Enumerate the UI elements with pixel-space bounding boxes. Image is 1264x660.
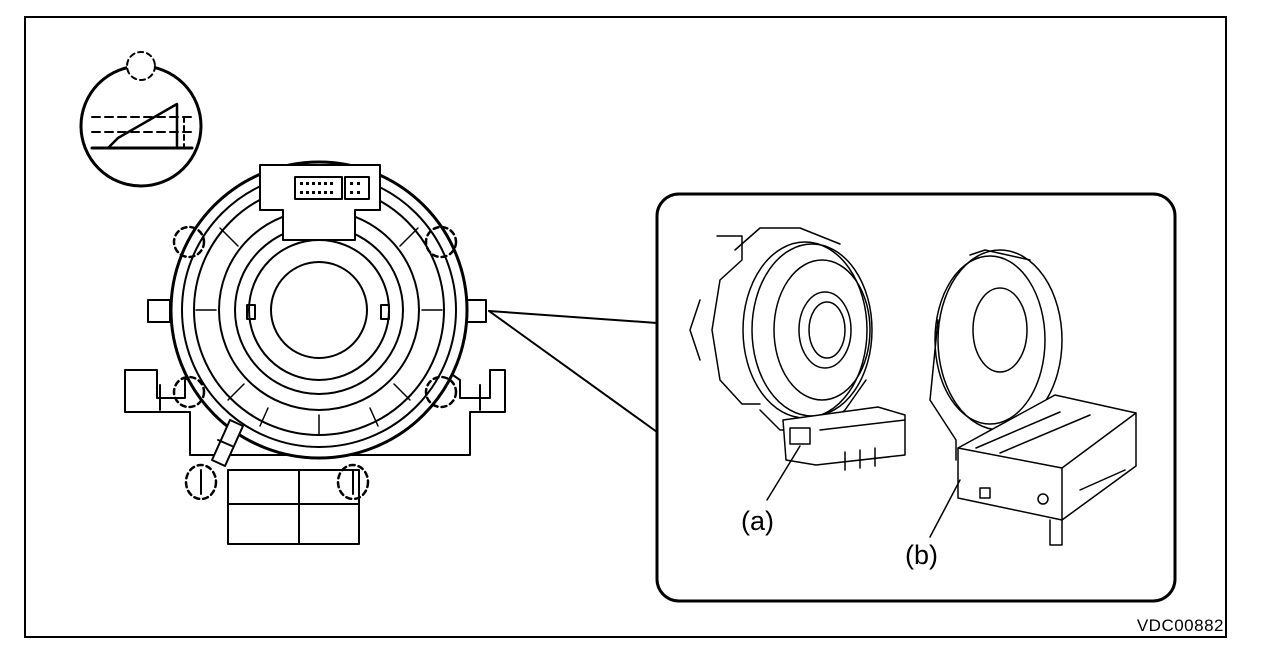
part-a-illustration xyxy=(689,227,906,471)
latch-detail-inset xyxy=(79,51,203,188)
zoom-callout-lines xyxy=(488,310,658,433)
leader-line-b xyxy=(929,479,961,538)
callout-label-b: (b) xyxy=(905,540,938,570)
callout-label-a: (a) xyxy=(741,506,774,536)
figure-id: VDC00882 xyxy=(1136,616,1224,635)
leader-line-a xyxy=(766,445,801,501)
clock-spring-assembly xyxy=(124,160,506,545)
figure-frame xyxy=(24,16,1227,638)
part-b-illustration xyxy=(929,249,1137,546)
